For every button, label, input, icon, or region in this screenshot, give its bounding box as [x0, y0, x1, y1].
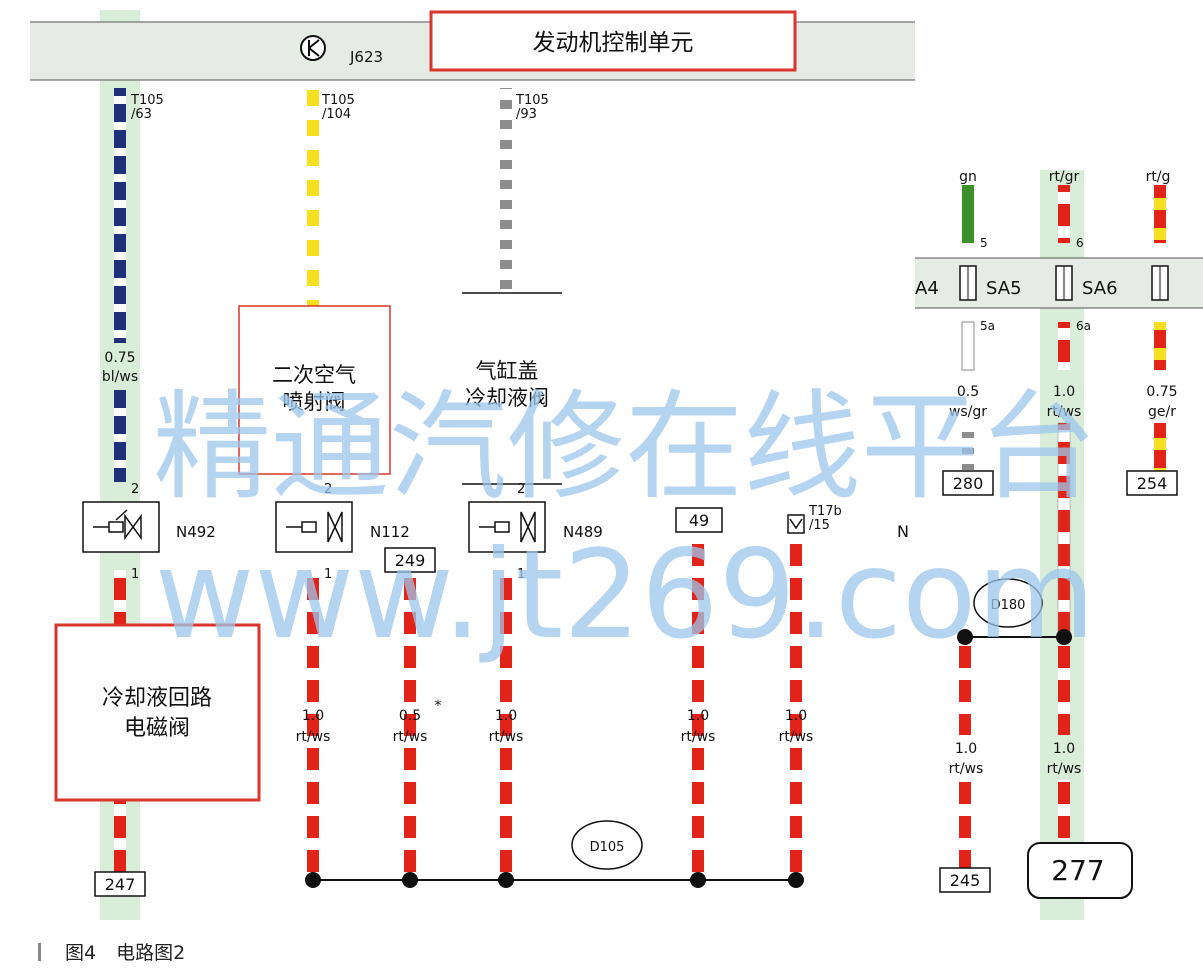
svg-text:245: 245: [950, 871, 981, 890]
svg-text:247: 247: [105, 875, 136, 894]
svg-text:rt/ws: rt/ws: [393, 729, 428, 745]
wire-col1: [114, 88, 126, 872]
svg-text:254: 254: [1137, 474, 1168, 493]
connector-t105-63: T105/63: [130, 93, 164, 122]
coolant-circuit-valve-label: 冷却液回路电磁阀: [102, 686, 212, 741]
ecu-title: 发动机控制单元: [533, 30, 694, 56]
wire-col-249-49-t17b: [404, 532, 802, 875]
splice-d105-label: D105: [590, 840, 625, 855]
wire-size-col1: 0.75: [104, 350, 135, 366]
svg-text:2: 2: [324, 482, 332, 497]
svg-text:277: 277: [1051, 854, 1104, 887]
ref-254: 254: [1126, 470, 1178, 496]
svg-text:0.5: 0.5: [399, 708, 421, 724]
secondary-air-valve-box: [238, 305, 391, 475]
right-wires: [959, 185, 1166, 870]
watermark-line2: www.jt269.com: [155, 524, 1096, 666]
coolant-circuit-valve-box: [54, 623, 261, 802]
svg-text:249: 249: [395, 551, 426, 570]
ecu-code: J623: [349, 48, 383, 66]
ref-280: 280: [942, 470, 994, 496]
splice-d180-label: D180: [991, 598, 1026, 613]
caption-bar: [38, 943, 41, 961]
svg-text:1.0: 1.0: [1053, 384, 1075, 400]
ref-249: 249: [384, 547, 436, 573]
svg-text:rt/ws: rt/ws: [489, 729, 524, 745]
svg-text:1.0: 1.0: [687, 708, 709, 724]
valve-n112-label: N112: [370, 523, 410, 541]
svg-text:SA6: SA6: [1082, 278, 1118, 299]
svg-text:ge/r: ge/r: [1148, 404, 1176, 420]
svg-text:1.0: 1.0: [955, 741, 977, 757]
ref-247: 247: [94, 871, 146, 897]
circuit-diagram: 发动机控制单元 J623 T105/63 0.75 bl/ws T105/104…: [30, 10, 1203, 920]
wire-col2: [307, 88, 319, 875]
svg-text:49: 49: [689, 511, 709, 530]
connector-t105-104: T105/104: [321, 93, 355, 122]
ecu-band: 发动机控制单元 J623: [30, 10, 915, 81]
svg-text:rt/ws: rt/ws: [779, 729, 814, 745]
t17b-connector-icon: [787, 514, 805, 534]
svg-text:rt/g: rt/g: [1146, 169, 1171, 185]
svg-text:ws/gr: ws/gr: [949, 404, 987, 420]
secondary-air-valve-label: 二次空气喷射阀: [272, 363, 356, 414]
svg-text:rt/ws: rt/ws: [681, 729, 716, 745]
valve-n492-label: N492: [176, 523, 216, 541]
head-coolant-valve-label: 气缸盖冷却液阀: [465, 359, 549, 410]
valve-n489-icon: [468, 501, 546, 553]
svg-text:280: 280: [953, 474, 984, 493]
figure-number: 图4: [65, 942, 97, 964]
svg-text:1.0: 1.0: [302, 708, 324, 724]
svg-text:gn: gn: [959, 169, 977, 185]
svg-text:6: 6: [1076, 236, 1084, 250]
svg-text:rt/ws: rt/ws: [1047, 761, 1082, 777]
svg-text:1: 1: [324, 567, 332, 582]
svg-text:2: 2: [517, 482, 525, 497]
svg-text:*: *: [435, 698, 442, 714]
bottom-wire-labels: 1.0 rt/ws 0.5 * rt/ws 1.0 rt/ws 1.0 rt/w…: [296, 698, 814, 745]
fuse-sa7-icon: [1151, 265, 1169, 301]
svg-text:2: 2: [131, 482, 139, 497]
valve-n492-icon: [82, 501, 160, 553]
ref-49: 49: [675, 507, 723, 533]
svg-text:SA5: SA5: [986, 278, 1022, 299]
fuse-sa6-icon: [1055, 265, 1073, 301]
svg-text:1.0: 1.0: [785, 708, 807, 724]
pin-labels: 2 1 2 1 2 1: [131, 482, 525, 582]
valve-n-right-label: N: [897, 522, 909, 541]
svg-text:A4: A4: [915, 278, 939, 299]
connector-t105-93: T105/93: [515, 93, 549, 122]
svg-text:1.0: 1.0: [1053, 741, 1075, 757]
connector-t17b-15: T17b/15: [808, 504, 842, 533]
ecu-title-box: [429, 10, 797, 72]
fuse-sa5-icon: [959, 265, 977, 301]
valve-n489-label: N489: [563, 523, 603, 541]
ref-245: 245: [939, 867, 991, 893]
svg-text:rt/ws: rt/ws: [1047, 404, 1082, 420]
figure-caption: 图4 电路图2: [38, 938, 185, 965]
fuse-labels: A4 SA5 SA6 5 6 5a 6a: [915, 236, 1118, 333]
svg-text:0.5: 0.5: [957, 384, 979, 400]
wire-color-col1: bl/ws: [102, 369, 138, 385]
splice-bus-d105: D105: [305, 820, 804, 888]
svg-text:0.75: 0.75: [1146, 384, 1177, 400]
svg-text:5: 5: [980, 236, 988, 250]
svg-text:1: 1: [131, 567, 139, 582]
svg-text:rt/gr: rt/gr: [1049, 169, 1080, 185]
svg-text:1.0: 1.0: [495, 708, 517, 724]
splice-d180: D180: [957, 578, 1072, 645]
wire-col3: [462, 88, 562, 875]
right-wire-labels: gn rt/gr rt/g 0.5 ws/gr 1.0 rt/ws 0.75 g…: [949, 169, 1178, 777]
svg-text:1: 1: [517, 567, 525, 582]
svg-text:5a: 5a: [980, 319, 995, 333]
svg-text:6a: 6a: [1076, 319, 1091, 333]
watermark-line1: 精通汽修在线平台: [153, 378, 1097, 516]
ecu-transistor-icon: [300, 35, 326, 61]
svg-text:rt/ws: rt/ws: [949, 761, 984, 777]
valve-n112-icon: [275, 501, 353, 553]
ref-277: 277: [1027, 842, 1133, 899]
figure-title: 电路图2: [116, 942, 186, 964]
svg-text:rt/ws: rt/ws: [296, 729, 331, 745]
